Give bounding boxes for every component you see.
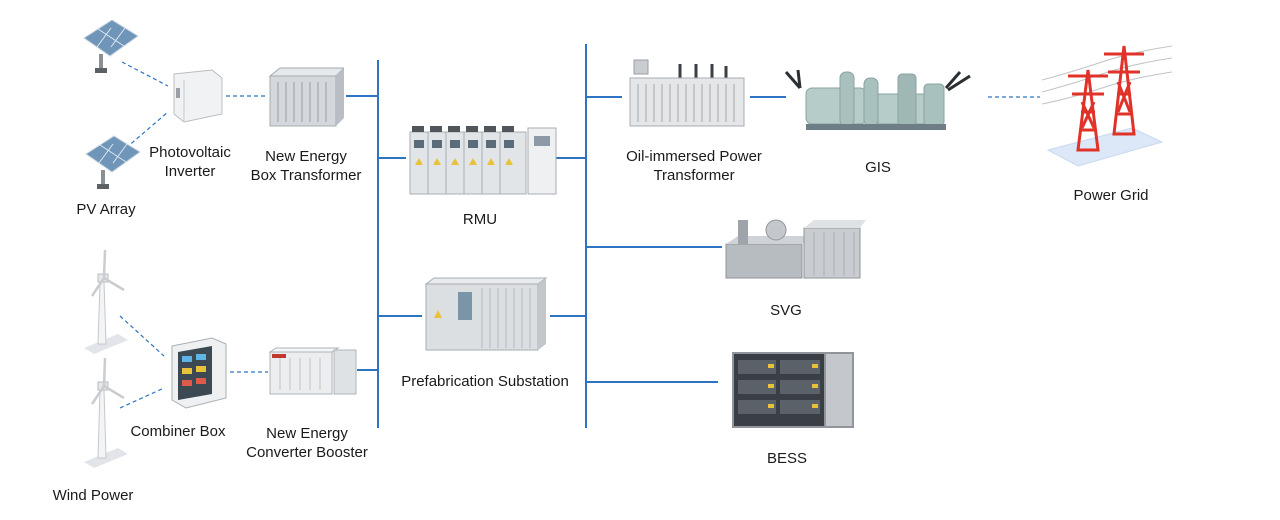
converter-booster-label-line-1: New Energy	[266, 425, 348, 442]
dash-pv-top-inverter	[121, 61, 169, 87]
container-substation-icon	[424, 276, 548, 352]
converter-booster-icon	[268, 344, 358, 396]
rmu-label: RMU	[462, 211, 498, 228]
switchgear-cabinet-icon	[408, 124, 558, 196]
dash-wind-bottom-combiner	[119, 387, 165, 409]
gas-insulated-switchgear-icon	[778, 66, 978, 134]
box-transformer-label-line-1: New Energy	[265, 148, 347, 165]
bess-label: BESS	[766, 450, 808, 467]
oil-transformer-label-line-1: Oil-immersed Power	[626, 148, 762, 165]
solar-panel-icon	[80, 14, 142, 76]
wind-power-label: Wind Power	[52, 487, 134, 504]
combiner-box-icon	[166, 336, 230, 410]
combiner-box-label: Combiner Box	[130, 423, 226, 440]
inverter-icon	[166, 68, 226, 124]
prefab-substation-label: Prefabrication Substation	[401, 373, 569, 390]
box-transformer-icon	[264, 66, 344, 130]
pv-inverter-label-line-2: Inverter	[164, 163, 216, 180]
dash-wind-top-combiner	[119, 315, 165, 357]
pv-inverter-label-line-1: Photovoltaic	[149, 144, 231, 161]
gis-label: GIS	[865, 159, 891, 176]
solar-panel-icon	[82, 130, 144, 192]
battery-rack-icon	[732, 352, 854, 428]
static-var-generator-icon	[724, 214, 866, 280]
converter-booster-label-line-2: Converter Booster	[246, 444, 368, 461]
transmission-tower-icon	[1042, 32, 1172, 178]
oil-transformer-icon	[622, 56, 752, 130]
power-grid-label: Power Grid	[1073, 187, 1149, 204]
wind-turbine-icon	[78, 356, 134, 476]
wind-turbine-icon	[78, 248, 134, 360]
box-transformer-label-line-2: Box Transformer	[250, 167, 362, 184]
oil-transformer-label-line-2: Transformer	[653, 167, 735, 184]
svg-label: SVG	[770, 302, 802, 319]
dash-pv-bottom-inverter	[125, 111, 169, 149]
pv-array-label: PV Array	[76, 201, 136, 218]
